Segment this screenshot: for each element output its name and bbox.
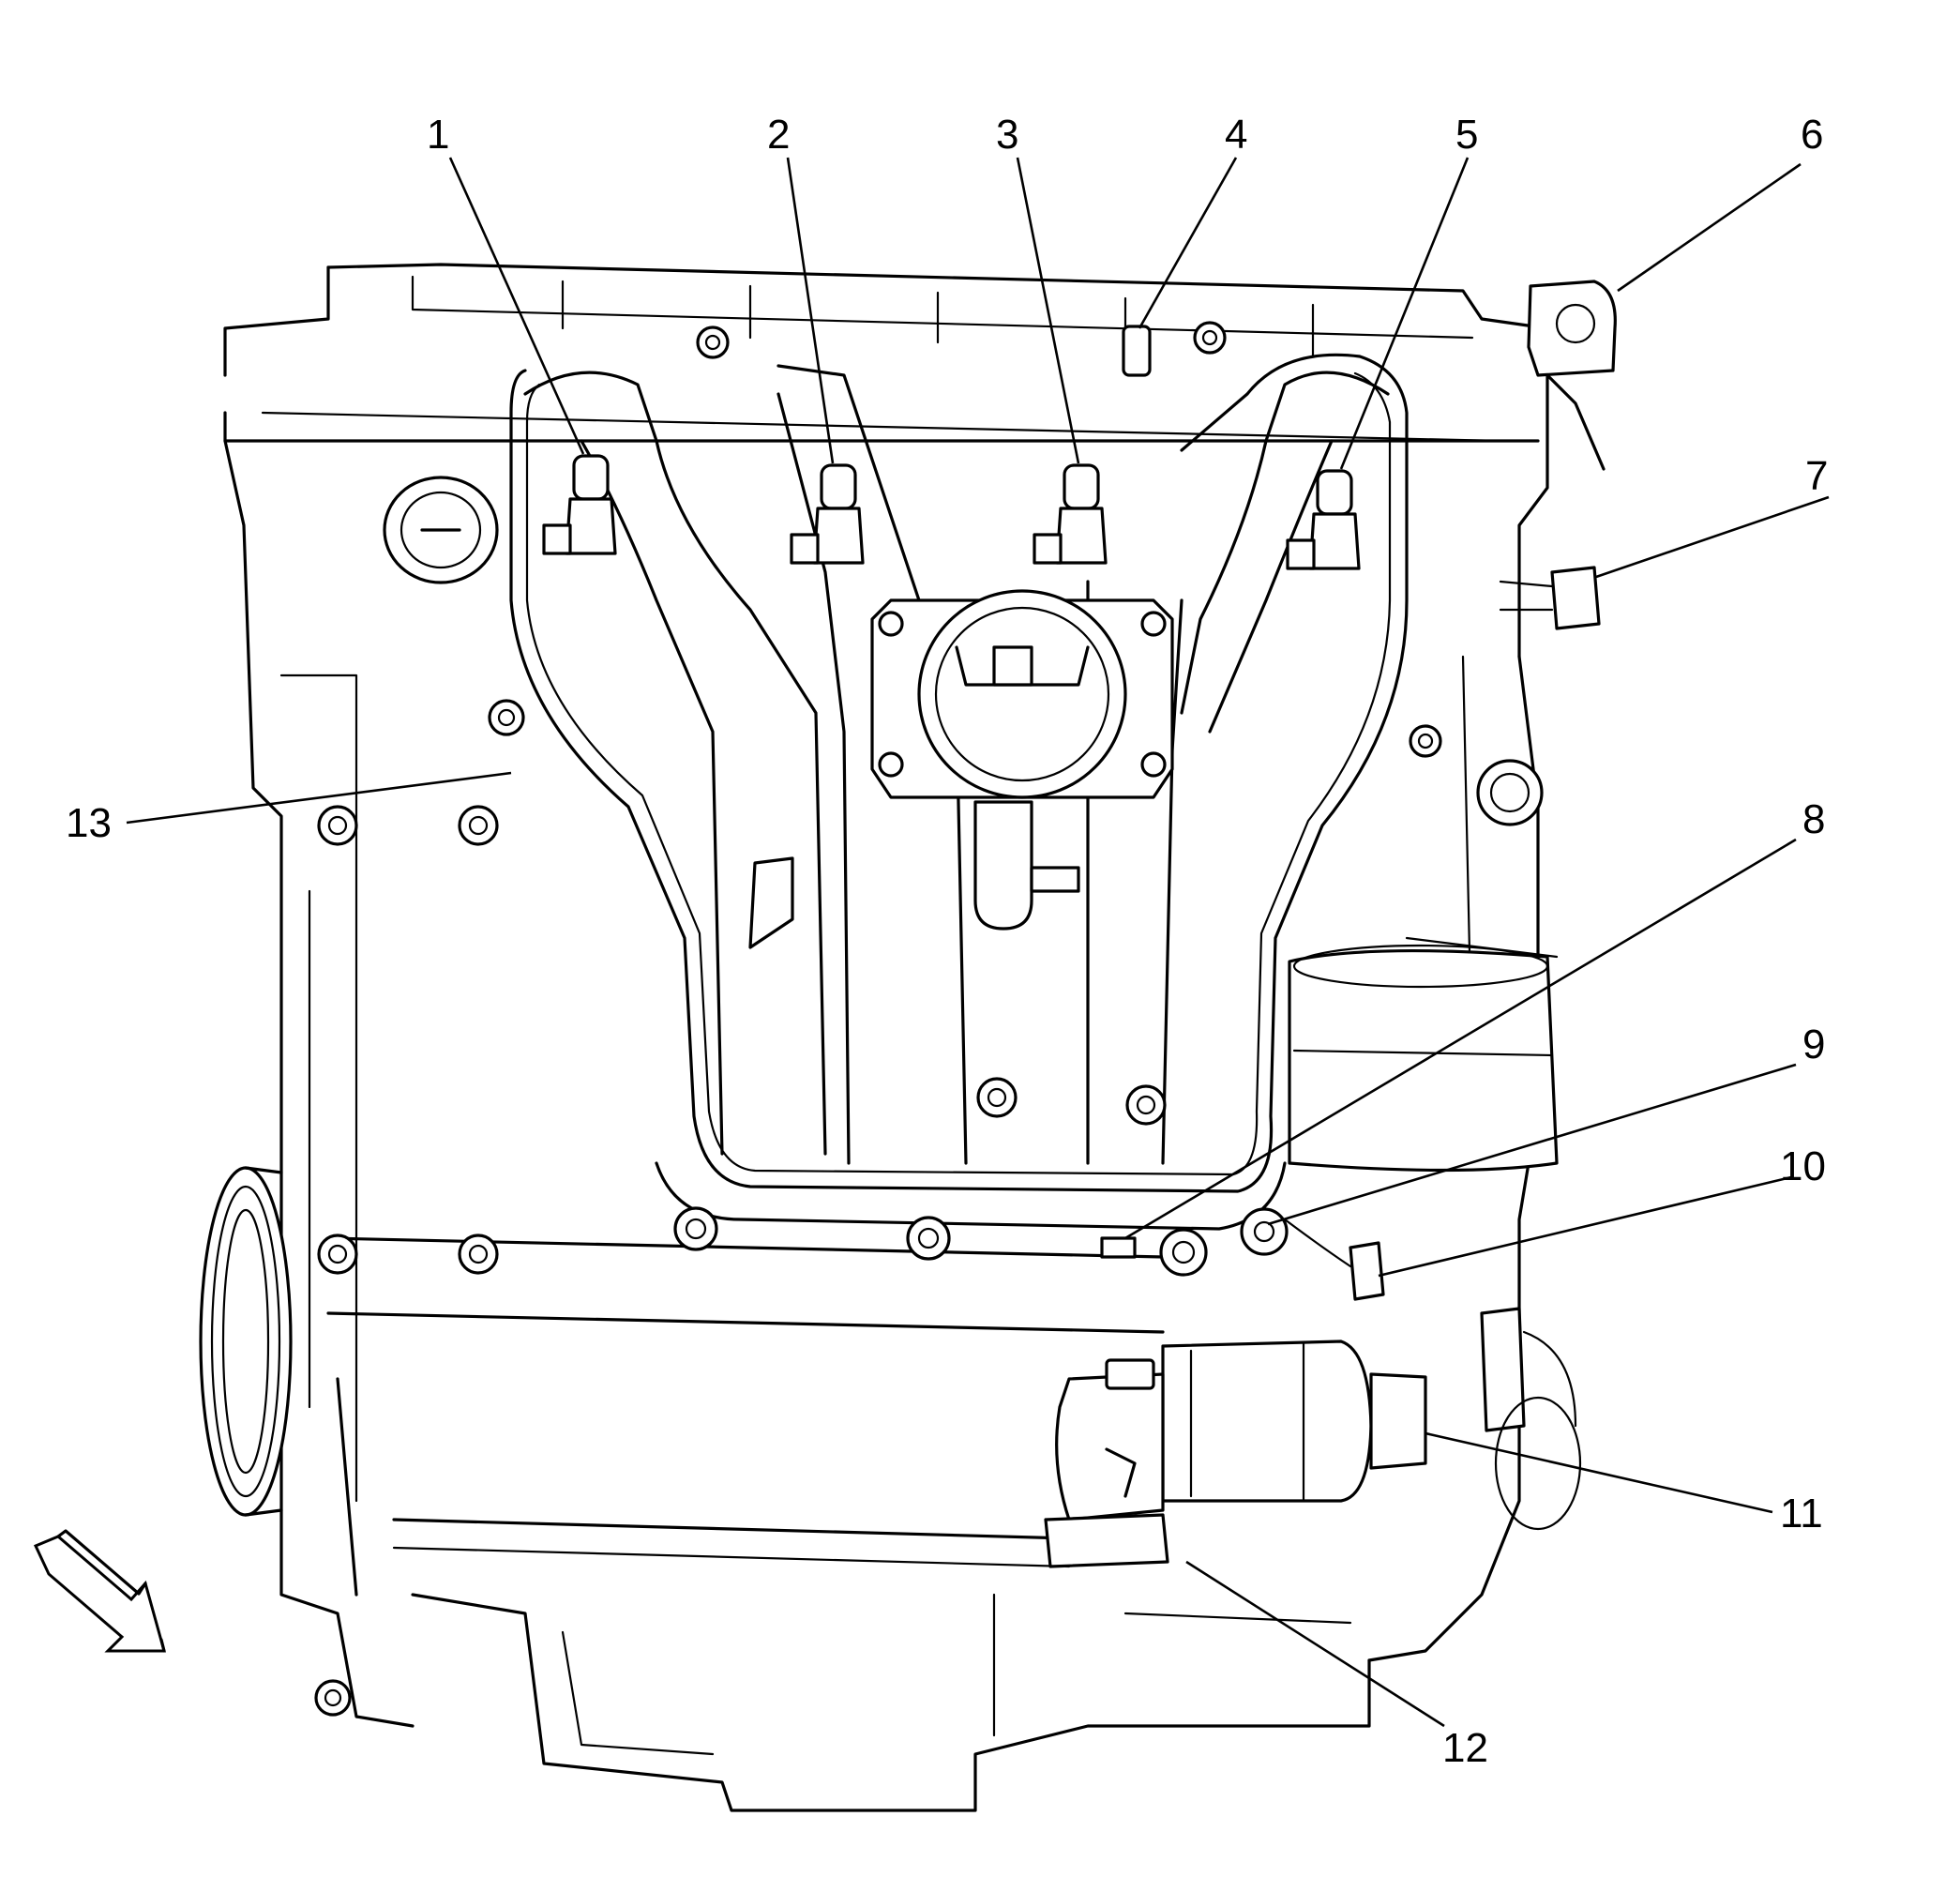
callout-3: 3 xyxy=(996,112,1018,158)
callout-13: 13 xyxy=(66,800,112,846)
callout-2: 2 xyxy=(767,112,790,158)
callout-7: 7 xyxy=(1805,453,1828,499)
leader-3 xyxy=(1016,157,1080,464)
callout-8: 8 xyxy=(1802,796,1825,842)
top-right-sensor xyxy=(1527,280,1617,471)
callout-4: 4 xyxy=(1225,112,1247,158)
manifold-sensor xyxy=(1122,325,1152,377)
leader-10 xyxy=(1378,1175,1792,1278)
leader-4 xyxy=(1138,157,1238,329)
fuel-injector-4 xyxy=(1286,469,1361,570)
crankshaft-sensor xyxy=(1480,1307,1582,1531)
oil-filler-cap xyxy=(383,476,499,584)
starter-motor xyxy=(1044,1340,1427,1568)
leader-12 xyxy=(1185,1560,1445,1728)
crankshaft-pulley xyxy=(199,1166,293,1517)
callout-12: 12 xyxy=(1442,1725,1488,1771)
leader-8 xyxy=(1124,838,1797,1240)
leader-1 xyxy=(448,157,585,455)
callout-9: 9 xyxy=(1802,1022,1825,1067)
leader-6 xyxy=(1617,162,1802,293)
leader-2 xyxy=(786,157,835,464)
fuel-injector-2 xyxy=(790,463,865,565)
leader-lines xyxy=(126,157,1830,1728)
callout-6: 6 xyxy=(1801,112,1823,158)
callout-1: 1 xyxy=(427,112,449,158)
leader-5 xyxy=(1339,157,1470,470)
leader-7 xyxy=(1595,495,1830,579)
leader-9 xyxy=(1267,1063,1797,1226)
callout-5: 5 xyxy=(1455,112,1478,158)
knock-sensor-area xyxy=(1100,1207,1385,1301)
oil-filter-housing xyxy=(1288,759,1559,1173)
callout-11: 11 xyxy=(1780,1491,1823,1536)
fuel-injector-3 xyxy=(1033,463,1108,565)
callout-10: 10 xyxy=(1780,1143,1826,1189)
fuel-injector-1 xyxy=(542,454,617,555)
right-side-connector xyxy=(1499,566,1601,630)
view-direction-arrow-icon xyxy=(33,1529,166,1653)
intake-manifold xyxy=(314,321,1442,1717)
leader-11 xyxy=(1425,1431,1773,1514)
callout-labels: 1 2 3 4 5 6 7 8 9 10 11 12 13 xyxy=(66,112,1828,1771)
leader-13 xyxy=(126,771,512,825)
